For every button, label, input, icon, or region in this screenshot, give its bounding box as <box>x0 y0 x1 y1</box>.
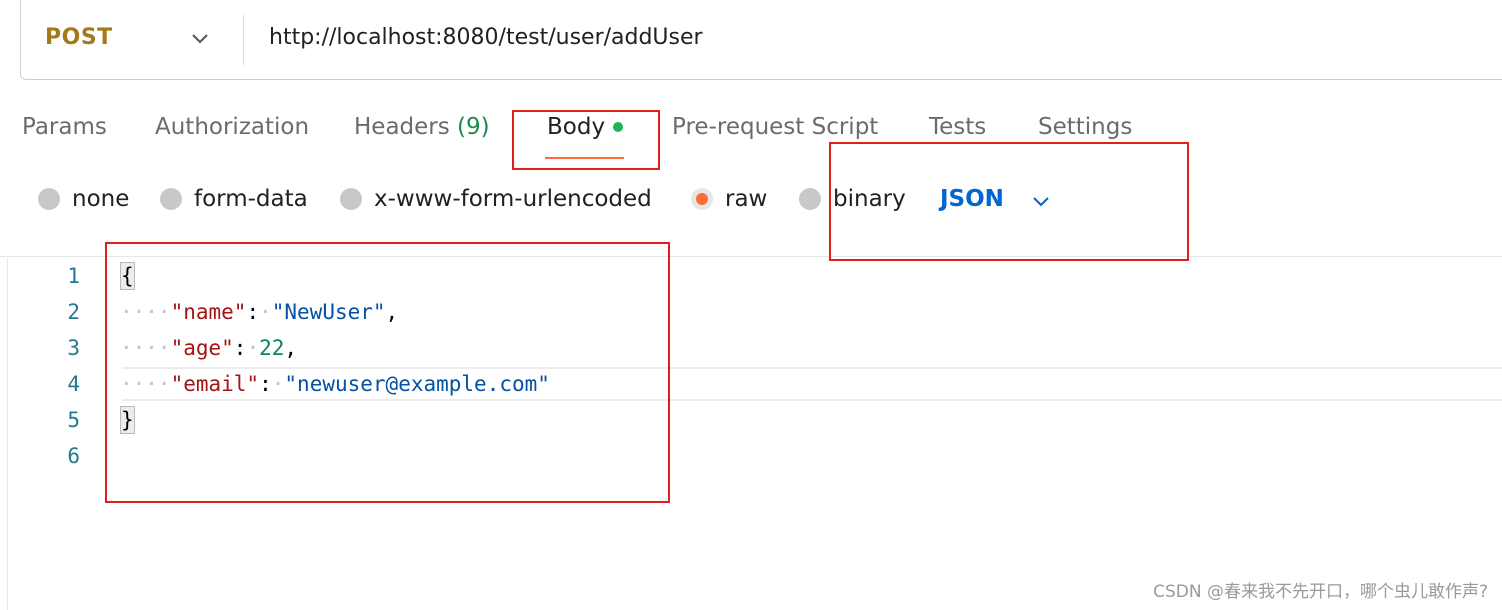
radio-x-www-form-urlencoded[interactable] <box>340 188 362 210</box>
active-tab-underline <box>545 157 624 159</box>
json-string-value: "newuser@example.com" <box>284 372 550 396</box>
chevron-down-icon[interactable] <box>189 27 211 49</box>
json-string-value: "NewUser" <box>271 300 386 324</box>
json-open-brace: { <box>120 262 135 290</box>
radio-form-data[interactable] <box>160 188 182 210</box>
annotation-box-json-format <box>829 142 1189 261</box>
editor-left-border <box>7 258 8 610</box>
body-format-select[interactable]: JSON <box>940 186 1004 212</box>
url-divider <box>243 15 244 65</box>
annotation-box-editor <box>105 242 670 503</box>
json-number-value: 22 <box>259 336 285 360</box>
radio-form-data-label[interactable]: form-data <box>194 186 308 212</box>
radio-binary-label[interactable]: binary <box>833 186 906 212</box>
radio-raw[interactable] <box>691 188 713 210</box>
tab-headers-label: Headers <box>354 114 450 140</box>
annotation-box-body-tab <box>512 110 660 170</box>
line-number: 1 <box>67 264 80 288</box>
code-line-4[interactable]: ····"email":·"newuser@example.com" <box>120 372 550 396</box>
editor-top-border <box>0 256 1502 257</box>
line-number: 6 <box>67 444 80 468</box>
json-close-brace: } <box>120 406 135 434</box>
radio-binary[interactable] <box>799 188 821 210</box>
radio-none-label[interactable]: none <box>72 186 130 212</box>
request-url-bar: POST http://localhost:8080/test/user/add… <box>20 0 1502 80</box>
method-select[interactable]: POST <box>45 25 113 50</box>
json-key: "age" <box>170 336 234 360</box>
radio-none[interactable] <box>38 188 60 210</box>
code-line-2[interactable]: ····"name":·"NewUser", <box>120 300 399 324</box>
url-input[interactable]: http://localhost:8080/test/user/addUser <box>269 25 703 50</box>
tab-tests[interactable]: Tests <box>929 114 987 140</box>
watermark: CSDN @春来我不先开口，哪个虫儿敢作声? <box>1153 582 1488 602</box>
radio-x-www-form-urlencoded-label[interactable]: x-www-form-urlencoded <box>374 186 652 212</box>
line-number: 4 <box>67 372 80 396</box>
code-line-3[interactable]: ····"age":·22, <box>120 336 298 360</box>
tab-authorization[interactable]: Authorization <box>155 114 310 140</box>
code-line-1[interactable]: { <box>120 262 135 290</box>
tab-body[interactable]: Body <box>547 114 606 140</box>
line-number: 3 <box>67 336 80 360</box>
tab-params[interactable]: Params <box>22 114 107 140</box>
headers-count-badge: (9) <box>457 114 490 140</box>
line-number: 5 <box>67 408 80 432</box>
chevron-down-icon[interactable] <box>1030 190 1052 212</box>
json-key: "name" <box>170 300 247 324</box>
current-line-highlight <box>122 367 1502 401</box>
code-line-5[interactable]: } <box>120 406 135 434</box>
dot-indicator-icon <box>613 122 623 132</box>
tab-settings[interactable]: Settings <box>1038 114 1133 140</box>
json-key: "email" <box>170 372 260 396</box>
line-number: 2 <box>67 300 80 324</box>
tab-pre-request-script[interactable]: Pre-request Script <box>672 114 879 140</box>
tab-headers[interactable]: Headers (9) <box>354 114 490 140</box>
radio-raw-label[interactable]: raw <box>725 186 768 212</box>
